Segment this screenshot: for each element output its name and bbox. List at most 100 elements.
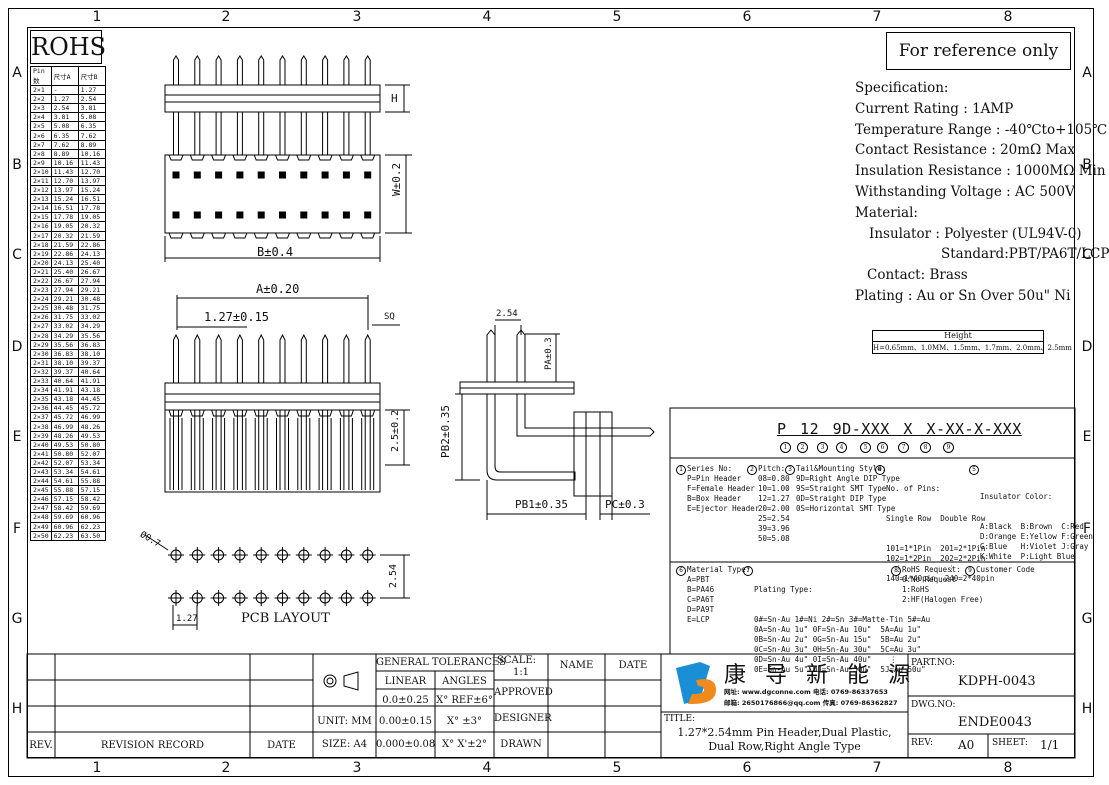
material-item: D=PA9T (687, 605, 715, 614)
pcb-layout-label: PCB LAYOUT (241, 611, 330, 626)
angle-tol-3: X° X'±2° (442, 739, 487, 750)
linear-tol-3: 0.000±0.08 (376, 739, 436, 750)
legend-marker: 9 (965, 566, 975, 576)
linear-tol-1: 0.0±0.25 (382, 695, 429, 706)
linear-label: LINEAR (384, 676, 427, 687)
rohs-item: 1:RoHS (902, 585, 930, 594)
company-logo (676, 662, 716, 704)
height-box: Height H=0.65mm、1.0MM、1.5mm、1.7mm、2.0mm、… (872, 330, 1072, 354)
spec-line: Temperature Range : -40℃to+105℃ (855, 121, 1108, 138)
legend-marker: 5 (969, 465, 979, 475)
rohs-item: 2:HF(Halogen Free) (902, 595, 984, 604)
height-values: H=0.65mm、1.0MM、1.5mm、1.7mm、2.0mm、2.5mm (873, 344, 1072, 352)
table-cell: 34.29 (77, 321, 106, 332)
pins-item: 101=1*1Pin 201=2*1Pin (886, 544, 986, 553)
projection-symbol (323, 671, 359, 691)
zone-col-6: 6 (742, 760, 752, 776)
table-cell: 46.99 (77, 412, 106, 423)
color-item: K:White P:Light Blue (980, 552, 1075, 561)
rohs-mark: ROHS (30, 30, 106, 64)
tail-item: 0D=Straight DIP Type (796, 494, 887, 503)
rohs-title: RoHS Request: (902, 565, 961, 574)
legend-marker: 1 (676, 465, 686, 475)
zone-row-C: C (1082, 247, 1092, 263)
dim-pb2: PB2±0.35 (439, 405, 452, 458)
scale-value: 1:1 (512, 667, 530, 678)
zone-col-5: 5 (612, 760, 622, 776)
rohs-item: 0:No Request (902, 575, 957, 584)
zone-row-E: E (12, 429, 22, 445)
spec-line: Contact Resistance : 20mΩ Max (855, 142, 1076, 159)
zone-col-4: 4 (482, 760, 492, 776)
code-marker: 7 (898, 442, 909, 453)
code-marker: 6 (877, 442, 888, 453)
spec-line: Current Rating : 1AMP (855, 100, 1014, 117)
tail-title: Tail&Mounting Style: (796, 464, 887, 473)
rev-label: REV. (29, 740, 53, 751)
table-cell: 27.94 (77, 275, 106, 287)
legend-marker: 4 (875, 465, 885, 475)
dim-2-5: 2.5±0.2 (390, 409, 401, 452)
zone-row-B: B (1082, 157, 1092, 173)
approved-label: APPROVED (494, 687, 553, 698)
zone-col-2: 2 (221, 9, 231, 25)
color-item: A:Black B:Brown C:Red (980, 522, 1084, 531)
legend-marker: 8 (891, 566, 901, 576)
code-marker: 5 (860, 442, 871, 453)
tail-item: 0S=Horizontal SMT Type (796, 504, 896, 513)
pitch-item: 50=5.08 (758, 534, 790, 543)
table-cell: 54.61 (77, 466, 106, 478)
table-cell: 2.54 (77, 94, 106, 105)
zone-row-A: A (12, 65, 22, 81)
table-row: 2×1-1.27 (30, 84, 106, 96)
series-item: E=Ejector Header (687, 504, 760, 513)
pitch-item: 20=2.00 (758, 504, 790, 513)
general-tolerances: GENERAL TOLERANCES (376, 657, 507, 668)
pins-item: 140=1*40pin 240=2*40pin (886, 574, 995, 583)
material-item: B=PA46 (687, 585, 715, 594)
part-no-label: PART.NO: (911, 658, 956, 668)
zone-col-4: 4 (482, 9, 492, 25)
legend-marker: 3 (785, 465, 795, 475)
pitch-item: 10=1.00 (758, 484, 790, 493)
table-cell: 31.75 (77, 303, 106, 314)
table-cell: 44.45 (77, 394, 106, 405)
angle-tol-1: X° REF±6° (436, 695, 493, 706)
customer-title: Customer Code (976, 565, 1035, 574)
zone-row-G: G (11, 611, 23, 627)
material-item: A=PBT (687, 575, 710, 584)
zone-row-F: F (1082, 521, 1092, 537)
dim-pcb-1-27: 1.27 (176, 614, 198, 624)
code-marker: 1 (780, 442, 791, 453)
dim-pitch: 1.27±0.15 (204, 310, 270, 324)
spec-line: Specification: (855, 80, 949, 96)
table-cell: 45.72 (77, 403, 106, 414)
height-title: Height (873, 331, 1043, 342)
zone-col-3: 3 (352, 9, 362, 25)
revision-record-label: REVISION RECORD (100, 740, 205, 751)
table-cell: 50.80 (77, 439, 106, 450)
dim-pa: PA±0.3 (544, 337, 554, 370)
legend-tail: Tail&Mounting Style: 9D=Right Angle DIP … (784, 464, 900, 514)
title-line-2: Dual Row,Right Angle Type (708, 740, 861, 753)
revision-date-label: DATE (267, 740, 296, 751)
pitch-item: 12=1.27 (758, 494, 790, 503)
table-cell: 52.07 (77, 448, 106, 459)
tail-item: 9D=Right Angle DIP Type (796, 474, 900, 483)
plating-item: 0D=Sn-Au 4u" 0I=Sn-Au 40u" ⋮ (754, 655, 897, 664)
pins-col-double: Double Row (940, 514, 986, 523)
table-cell: 25.40 (77, 257, 106, 268)
zone-col-1: 1 (92, 9, 102, 25)
